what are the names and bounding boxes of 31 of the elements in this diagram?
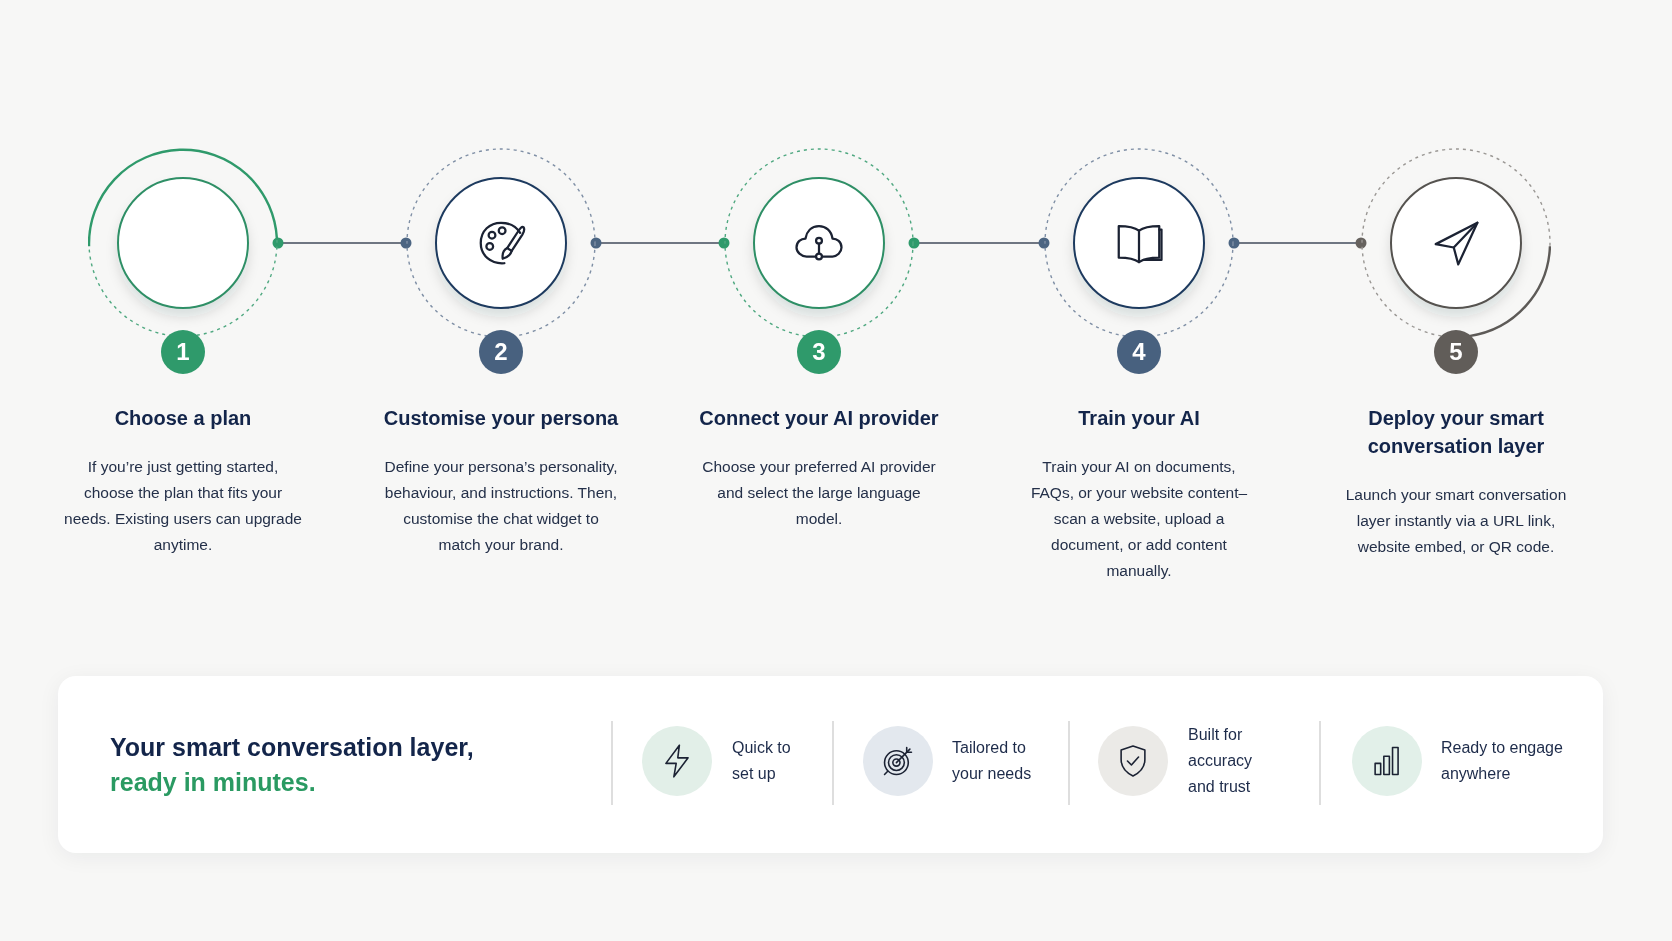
step-number-badge: 5 bbox=[1434, 330, 1478, 374]
step-description: Choose your preferred AI provider and select the large language model. bbox=[701, 457, 937, 529]
feature-label: Quick to set up bbox=[732, 735, 814, 787]
tagline: Your smart conversation layer, bbox=[110, 731, 474, 763]
step-circle bbox=[1361, 148, 1551, 338]
step-number-badge: 1 bbox=[161, 330, 205, 374]
step-circle bbox=[1044, 148, 1234, 338]
feature-label: Built for accuracy and trust bbox=[1188, 722, 1272, 800]
step-title: Connect your AI provider bbox=[699, 406, 939, 431]
feature-label: Tailored to your needs bbox=[952, 735, 1052, 787]
step-description: Launch your smart conversation layer instantly via a URL link, website embed, or QR code. bbox=[1344, 485, 1568, 557]
connector-line bbox=[272, 237, 412, 249]
summary-card bbox=[58, 676, 1603, 853]
step-title: Train your AI bbox=[1078, 406, 1200, 431]
step-description: Define your persona’s personality, behaviour, and instructions. Then, customise the chat widget to match your brand. bbox=[383, 457, 619, 555]
step-description: If you’re just getting started, choose the plan that fits your needs. Existing users can upgrade anytime. bbox=[63, 457, 303, 555]
tagline-highlight: ready in minutes. bbox=[110, 766, 317, 798]
step-circle bbox=[88, 148, 278, 338]
step-title: Choose a plan bbox=[114, 406, 252, 431]
feature-label: Ready to engage anywhere bbox=[1441, 735, 1576, 787]
step-circle bbox=[724, 148, 914, 338]
step-number-badge: 2 bbox=[479, 330, 523, 374]
connector-line bbox=[908, 237, 1050, 249]
step-title: Deploy your smart conversation layer bbox=[1366, 406, 1546, 459]
step-title: Customise your persona bbox=[383, 406, 619, 431]
step-number-badge: 3 bbox=[797, 330, 841, 374]
step-number-badge: 4 bbox=[1117, 330, 1161, 374]
connector-line bbox=[1228, 237, 1367, 249]
step-circle bbox=[406, 148, 596, 338]
step-description: Train your AI on documents, FAQs, or your website content–scan a website, upload a document, or add content manually. bbox=[1029, 457, 1249, 581]
connector-line bbox=[590, 237, 730, 249]
